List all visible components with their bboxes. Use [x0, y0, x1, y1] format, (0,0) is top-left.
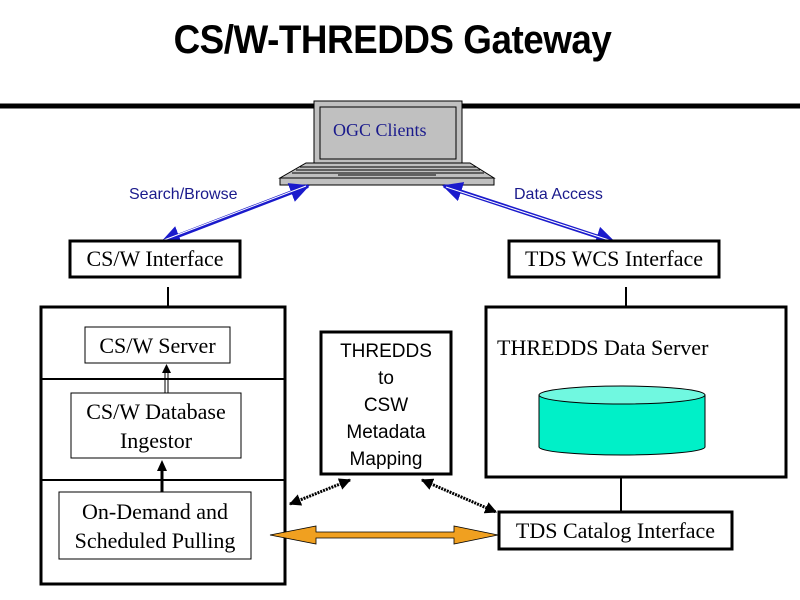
ogc-clients-label: OGC Clients	[333, 120, 427, 140]
data-access-label: Data Access	[514, 186, 603, 203]
pulling-box	[58, 491, 252, 560]
search-browse-label: Search/Browse	[129, 186, 238, 203]
pulling-to-ingestor-arrow	[157, 460, 167, 492]
search-browse-arrow	[160, 183, 310, 245]
csw-interface-label: CS/W Interface	[86, 246, 224, 271]
csw-db-ingestor-label: CS/W Database Ingestor	[71, 397, 241, 455]
orange-sync-arrow	[269, 525, 499, 545]
thredds-data-server-label: THREDDS Data Server	[497, 335, 709, 360]
mapping-box	[319, 330, 453, 476]
mapping-label: THREDDS to CSW Metadata Mapping	[321, 338, 451, 473]
mapping-to-csw-arrow	[288, 478, 352, 506]
csw-db-ingestor-line-1: CS/W Database	[86, 399, 226, 424]
database-cylinder-icon	[538, 385, 706, 456]
tds-wcs-interface-box	[507, 239, 721, 279]
mapping-line-5: Mapping	[349, 449, 423, 470]
mapping-to-catalog-arrow	[420, 478, 498, 514]
csw-db-ingestor-line-2: Ingestor	[119, 428, 193, 453]
mapping-line-2: to	[378, 368, 394, 389]
csw-db-ingestor-box	[70, 392, 242, 459]
mapping-line-3: CSW	[363, 395, 409, 416]
laptop-icon	[278, 100, 496, 186]
csw-server-box	[84, 326, 231, 364]
tds-catalog-interface-label: TDS Catalog Interface	[515, 518, 716, 543]
csw-server-label: CS/W Server	[99, 333, 216, 358]
page-title: CS/W-THREDDS Gateway	[173, 18, 612, 62]
mapping-line-4: Metadata	[346, 422, 426, 443]
data-access-arrow	[442, 182, 616, 246]
csw-interface-box	[68, 239, 242, 279]
ingestor-to-server-arrow	[162, 364, 171, 393]
tds-catalog-interface-box	[497, 510, 734, 551]
mapping-line-1: THREDDS	[340, 341, 432, 362]
pulling-line-1: On-Demand and	[81, 499, 228, 524]
pulling-label: On-Demand and Scheduled Pulling	[59, 497, 251, 555]
pulling-line-2: Scheduled Pulling	[74, 528, 236, 553]
tds-wcs-interface-label: TDS WCS Interface	[525, 246, 703, 271]
